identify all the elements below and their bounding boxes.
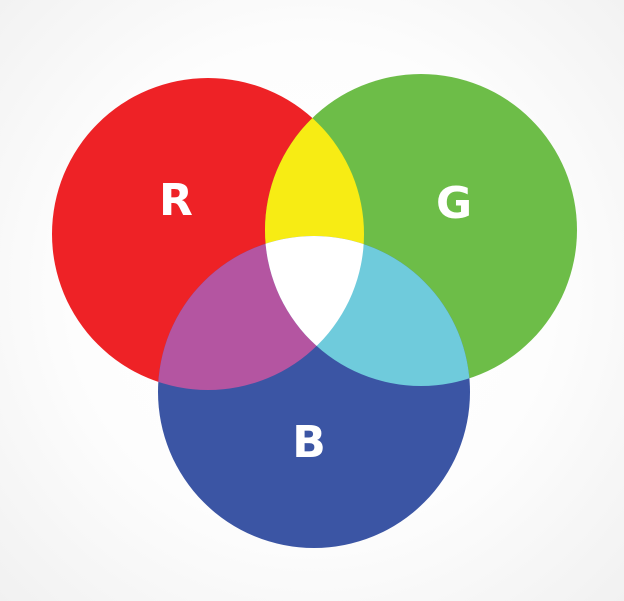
red-label: R: [159, 175, 193, 226]
blue-label: B: [292, 417, 326, 468]
green-blue-overlap: [265, 236, 470, 386]
green-label: G: [436, 178, 472, 229]
red-blue-overlap: [158, 236, 364, 390]
